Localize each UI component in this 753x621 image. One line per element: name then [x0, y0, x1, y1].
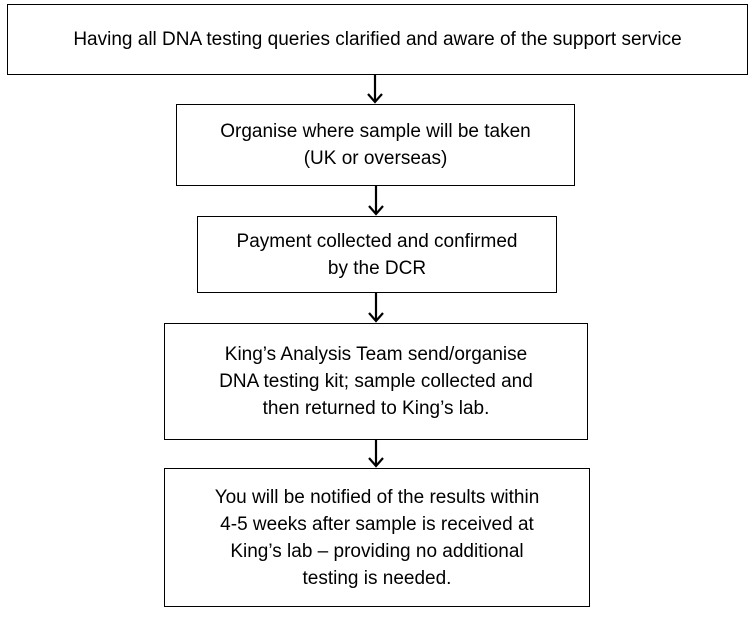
flow-step-4: King’s Analysis Team send/organise DNA t…: [164, 323, 588, 440]
flow-step-1: Having all DNA testing queries clarified…: [7, 4, 748, 75]
flow-step-2: Organise where sample will be taken (UK …: [176, 104, 575, 186]
flow-step-4-line-1: King’s Analysis Team send/organise: [224, 344, 528, 365]
flow-step-5-line-2: 4-5 weeks after sample is received at: [220, 513, 534, 535]
arrow-down-icon: [368, 186, 384, 216]
arrow-down-icon: [368, 440, 384, 468]
flow-step-3-line-1: Payment collected and confirmed: [236, 230, 518, 252]
flow-step-3-line-2: by the DCR: [327, 257, 427, 279]
arrow-down-icon: [368, 293, 384, 323]
flow-step-4-line-3: then returned to King’s lab.: [262, 398, 490, 419]
arrow-down-icon: [367, 75, 383, 104]
flow-step-5-line-1: You will be notified of the results with…: [214, 486, 540, 508]
flow-step-5: You will be notified of the results with…: [164, 468, 590, 607]
flow-step-3: Payment collected and confirmed by the D…: [197, 216, 557, 293]
flow-step-4-line-2: DNA testing kit; sample collected and: [219, 371, 533, 392]
flow-step-2-line-1: Organise where sample will be taken: [220, 121, 531, 142]
flow-step-2-line-2: (UK or overseas): [303, 148, 448, 169]
flow-step-1-line-1: Having all DNA testing queries clarified…: [73, 29, 682, 50]
flow-step-5-line-3: King’s lab – providing no additional: [230, 540, 524, 562]
flow-step-5-line-4: testing is needed.: [302, 567, 452, 589]
